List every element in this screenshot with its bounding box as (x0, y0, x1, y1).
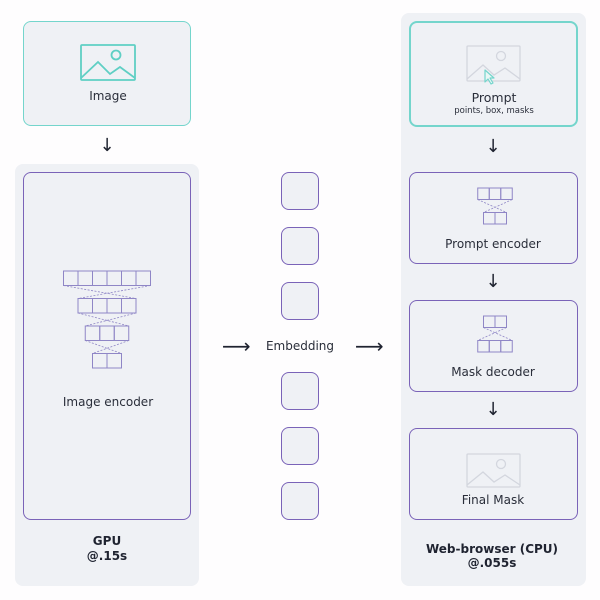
gpu-device-name: GPU (92, 534, 122, 548)
block-cell (92, 353, 108, 369)
embedding-block (281, 282, 319, 320)
final-mask-label: Final Mask (461, 493, 525, 507)
embedding-block (281, 482, 319, 520)
block-cell (494, 212, 507, 225)
embedding-block (281, 172, 319, 210)
gpu-timing: @.15s (86, 549, 128, 563)
block-cell (500, 187, 513, 200)
arrow-down-icon: ↓ (485, 136, 501, 157)
image-icon (466, 453, 522, 489)
embedding-label: Embedding (265, 339, 335, 353)
arrow-right-icon: ⟶ (355, 334, 384, 358)
arrow-down-icon: ↓ (99, 135, 115, 156)
block-cell (77, 270, 93, 286)
block-cell (92, 298, 108, 314)
input-image-label: Image (89, 89, 127, 103)
mask-decoder-icon (475, 315, 515, 355)
browser-timing: @.055s (467, 556, 517, 570)
block-cell (477, 187, 490, 200)
block-cell (483, 212, 496, 225)
arrow-down-icon: ↓ (485, 399, 501, 420)
browser-device-name: Web-browser (CPU) (425, 542, 559, 556)
block-connector (477, 199, 507, 213)
prompt-encoder-label: Prompt encoder (445, 237, 541, 251)
block-cell (488, 187, 502, 200)
block-cell (106, 270, 122, 286)
block-cell (135, 270, 151, 286)
image-with-cursor-icon (466, 45, 522, 85)
input-image-node: Image (23, 21, 191, 126)
block-cell (121, 270, 137, 286)
block-connector (77, 312, 129, 327)
block-cell (92, 270, 108, 286)
block-cell (106, 298, 122, 314)
arrow-right-icon: ⟶ (222, 334, 251, 358)
arrow-down-icon: ↓ (485, 271, 501, 292)
mask-decoder-label: Mask decoder (451, 365, 535, 379)
block-cell (488, 340, 502, 353)
prompt-sublabel: points, box, masks (454, 106, 534, 116)
block-cell (63, 270, 79, 286)
prompt-node: Prompt points, box, masks (409, 21, 578, 127)
prompt-encoder-icon (475, 187, 515, 227)
encoder-pyramid-icon (62, 270, 152, 380)
block-cell (113, 325, 130, 341)
block-connector (77, 285, 151, 299)
block-cell (483, 315, 496, 328)
block-connector (85, 312, 137, 327)
prompt-encoder-node: Prompt encoder (409, 172, 578, 264)
embedding-block (281, 227, 319, 265)
final-mask-node: Final Mask (409, 428, 578, 520)
block-connector (483, 327, 513, 341)
block-cell (99, 325, 115, 341)
image-encoder-node: Image encoder (23, 172, 191, 520)
block-cell (84, 325, 101, 341)
block-cell (477, 340, 490, 353)
embedding-block (281, 427, 319, 465)
block-connector (92, 340, 129, 354)
block-connector (63, 285, 137, 299)
block-cell (494, 315, 507, 328)
block-connector (477, 327, 507, 341)
block-cell (106, 353, 122, 369)
image-encoder-label: Image encoder (62, 395, 154, 409)
image-icon (80, 44, 136, 82)
prompt-label: Prompt (471, 90, 517, 105)
block-cell (121, 298, 137, 314)
block-cell (77, 298, 93, 314)
mask-decoder-node: Mask decoder (409, 300, 578, 392)
block-connector (85, 340, 122, 354)
block-connector (483, 199, 513, 213)
block-cell (500, 340, 513, 353)
embedding-block (281, 372, 319, 410)
